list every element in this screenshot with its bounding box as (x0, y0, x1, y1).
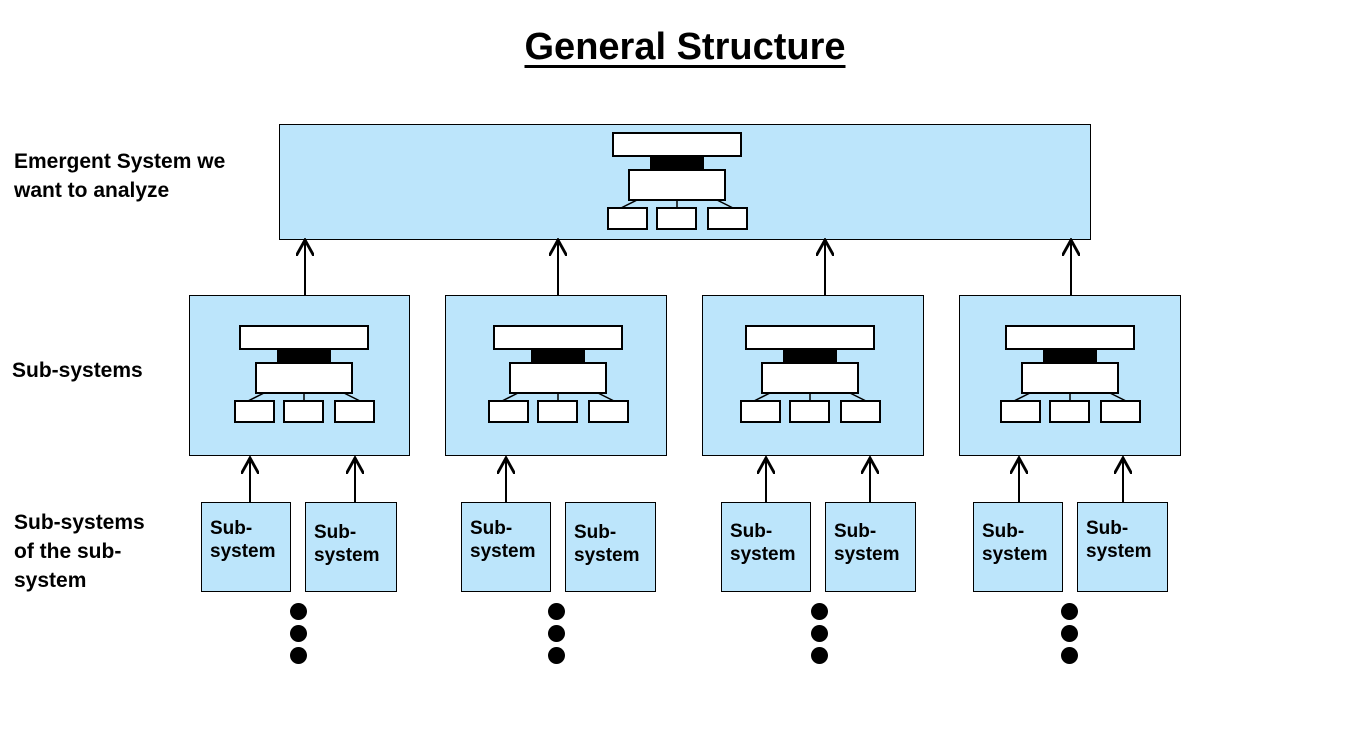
org-chart-icon-subsystem-4 (1000, 325, 1141, 423)
label-emergent-system: Emergent System we want to analyze (14, 150, 226, 202)
label-sub-subsystems: Sub-systems of the sub- system (14, 511, 145, 592)
org-chart-icon-subsystem-3 (740, 325, 881, 423)
leaf-subsystem-3: Sub- system (461, 502, 551, 592)
leaf-subsystem-1: Sub- system (201, 502, 291, 592)
leaf-subsystem-6: Sub- system (825, 502, 916, 592)
org-chart-icon-emergent (607, 132, 748, 230)
leaf-subsystem-2: Sub- system (305, 502, 397, 592)
org-chart-icon-subsystem-1 (234, 325, 375, 423)
leaf-subsystem-4: Sub- system (565, 502, 656, 592)
leaf-subsystem-7: Sub- system (973, 502, 1063, 592)
leaf-subsystem-5: Sub- system (721, 502, 811, 592)
leaf-subsystem-8: Sub- system (1077, 502, 1168, 592)
diagram-title: General Structure (524, 26, 846, 68)
org-chart-icon-subsystem-2 (488, 325, 629, 423)
label-subsystems: Sub-systems (12, 359, 143, 382)
